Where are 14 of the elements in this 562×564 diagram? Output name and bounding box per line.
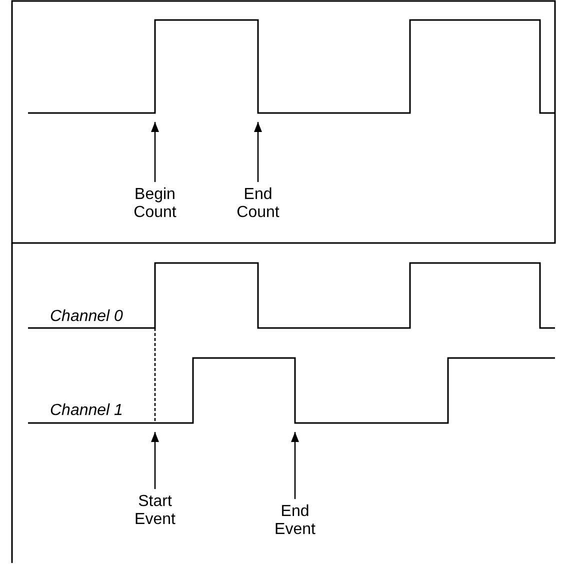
annotation-text: Start Event bbox=[125, 493, 185, 529]
channel-label: Channel 1 bbox=[50, 402, 123, 420]
annotation-text: End Event bbox=[265, 503, 325, 539]
annotation-text: End Count bbox=[228, 186, 288, 222]
arrow bbox=[151, 122, 159, 182]
arrow bbox=[254, 122, 262, 182]
channel-label: Channel 0 bbox=[50, 308, 123, 326]
arrow bbox=[291, 432, 299, 499]
waveform bbox=[28, 19, 555, 114]
annotation-text: Begin Count bbox=[125, 186, 185, 222]
dashed-line bbox=[154, 328, 156, 423]
waveform bbox=[28, 357, 555, 424]
waveform bbox=[28, 262, 555, 329]
arrow bbox=[151, 432, 159, 489]
